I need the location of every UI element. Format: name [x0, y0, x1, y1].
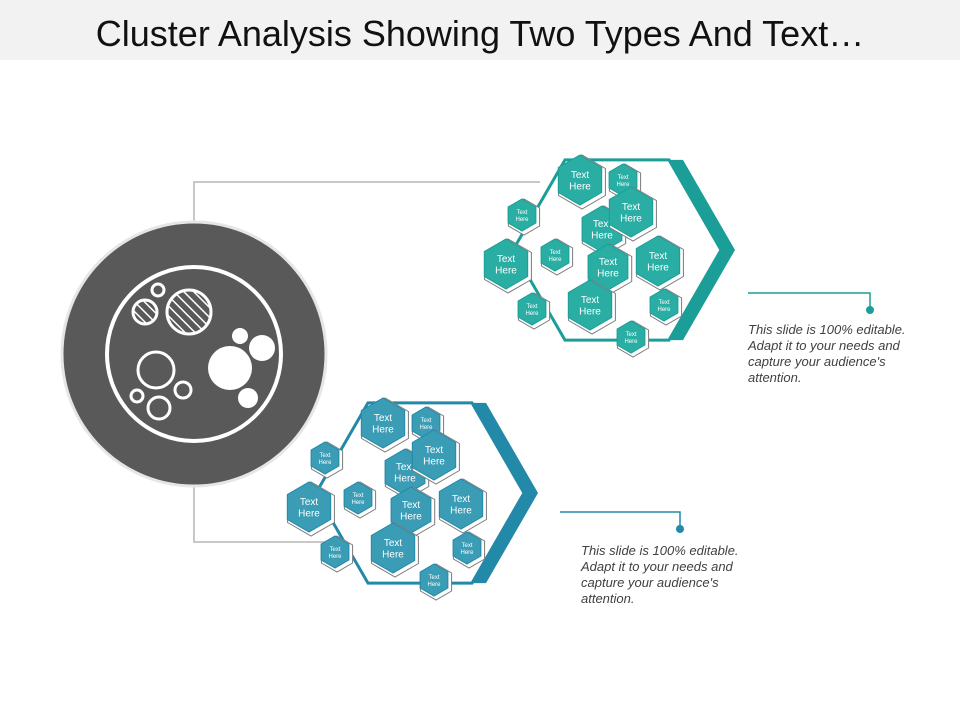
callout-lower — [560, 511, 684, 533]
dish-ring — [105, 265, 283, 443]
cell-hexagon — [540, 238, 570, 272]
outer-circle — [60, 220, 328, 488]
solid-large — [208, 346, 252, 390]
hollow-medium — [146, 395, 172, 421]
cell-hexagon — [360, 397, 406, 449]
note-lower: This slide is 100% editable. Adapt it to… — [581, 543, 739, 606]
note-upper: This slide is 100% editable. Adapt it to… — [748, 322, 906, 385]
callout-lower-line — [560, 511, 681, 526]
hollow-dot-tiny — [150, 282, 166, 298]
callout-lower-dot — [676, 525, 684, 533]
hollow-small-b — [129, 388, 145, 404]
cell-hexagon — [286, 481, 332, 533]
connector-upper — [193, 181, 540, 224]
cell-hexagon — [411, 429, 457, 481]
cell-hexagon — [438, 478, 484, 530]
callout-upper — [748, 292, 874, 314]
callout-upper-line — [748, 292, 871, 308]
cell-hexagon — [452, 531, 482, 565]
cell-hexagon — [310, 441, 340, 475]
solid-medium — [249, 335, 275, 361]
cell-hexagon — [343, 481, 373, 515]
callout-upper-dot — [866, 306, 874, 314]
slide-title: Cluster Analysis Showing Two Types And T… — [95, 13, 865, 54]
cell-hexagon — [608, 186, 654, 238]
cell-hexagon — [557, 154, 603, 206]
cell-hexagon — [635, 235, 681, 287]
solid-small-bottom — [238, 388, 258, 408]
title-bar — [0, 0, 960, 60]
cluster-icon — [60, 220, 328, 488]
cell-hexagon — [320, 535, 350, 569]
cell-hexagon — [649, 288, 679, 322]
cell-hexagon — [370, 522, 416, 574]
cell-hexagon — [567, 279, 613, 331]
hollow-large — [136, 350, 176, 390]
connector-lower — [193, 484, 340, 543]
cell-hexagon — [419, 563, 449, 597]
hollow-small-a — [173, 380, 193, 400]
cell-hexagon — [517, 292, 547, 326]
cell-hexagon — [616, 320, 646, 354]
cell-hexagon — [483, 238, 529, 290]
connectors — [193, 181, 540, 543]
hatched-large — [165, 288, 213, 336]
hatched-small — [131, 298, 159, 326]
solid-small-top — [232, 328, 248, 344]
cell-hexagon — [507, 198, 537, 232]
